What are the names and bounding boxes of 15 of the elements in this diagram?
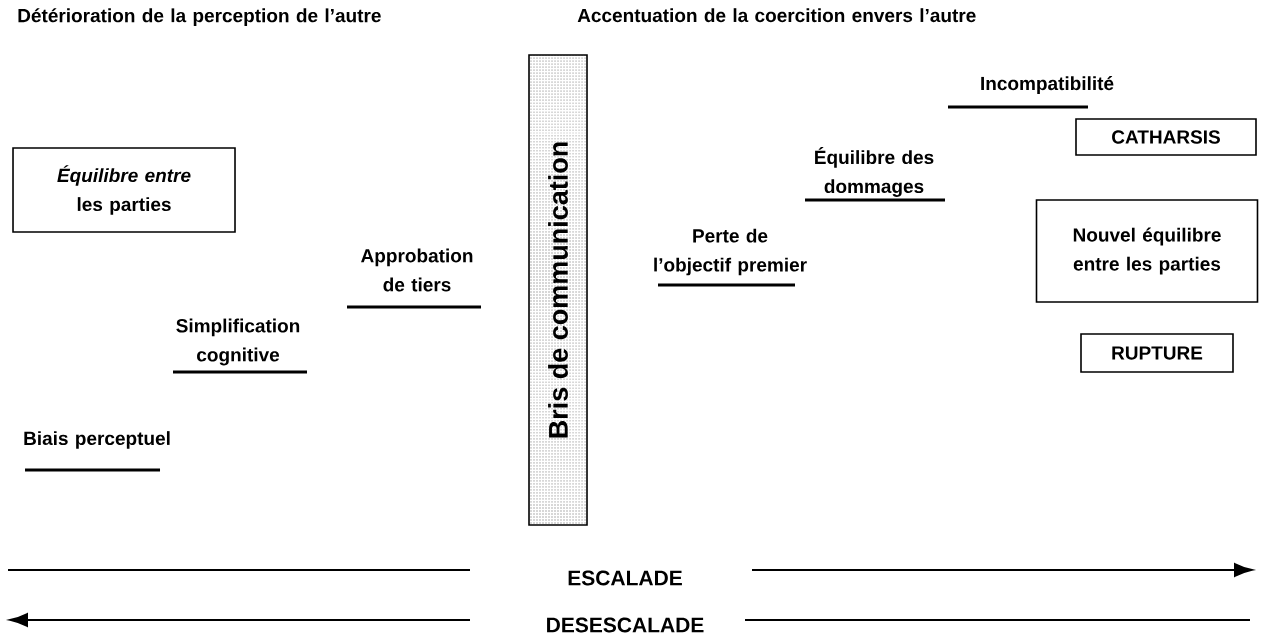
dotted-band: Bris de communication bbox=[528, 54, 588, 526]
stage-label: Équilibre des dommages bbox=[815, 147, 934, 197]
stage-label: Incompatibilité bbox=[981, 76, 1114, 94]
box: CATHARSIS bbox=[1075, 118, 1257, 156]
box: Équilibre entre les parties bbox=[12, 147, 236, 233]
stage-label: Perte de l’objectif premier bbox=[654, 228, 807, 276]
heading: Détérioration de la perception de l’autre bbox=[18, 8, 381, 27]
stage-label: Biais perceptuel bbox=[24, 431, 170, 449]
direction-label: DESESCALADE bbox=[547, 617, 704, 633]
box: RUPTURE bbox=[1080, 333, 1234, 373]
heading: Accentuation de la coercition envers l’autre bbox=[577, 8, 976, 23]
stage-label: Simplification cognitive bbox=[176, 318, 300, 366]
box: Nouvel équilibre entre les parties bbox=[1035, 199, 1259, 303]
stage-label: Approbation de tiers bbox=[361, 248, 473, 292]
direction-label: ESCALADE bbox=[568, 570, 682, 586]
